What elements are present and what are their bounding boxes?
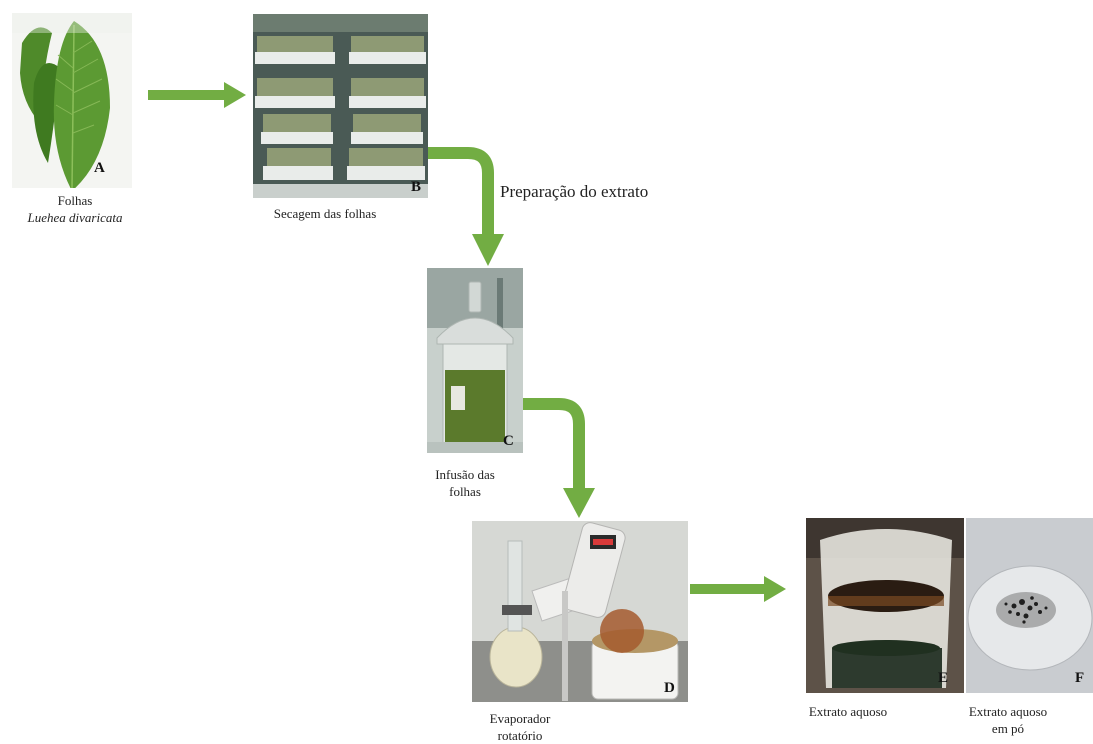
caption-powdered-extract: Extrato aquoso em pó [946, 703, 1070, 737]
photo-powdered-extract [966, 518, 1093, 693]
caption-powdered-line1: Extrato aquoso [968, 704, 1048, 719]
caption-leaves-species: Luehea divaricata [27, 210, 123, 225]
caption-leaves-line1: Folhas [57, 193, 93, 208]
panel-letter-f: F [1075, 670, 1085, 686]
caption-infusion-line1: Infusão das [435, 467, 495, 482]
panel-letter-d: D [664, 680, 675, 696]
arrow-a-to-b [148, 82, 246, 108]
panel-letter-c: C [503, 433, 514, 449]
caption-evaporator-line2: rotatório [497, 728, 543, 743]
caption-infusion-line2: folhas [449, 484, 481, 499]
caption-drying: Secagem das folhas [273, 206, 377, 221]
panel-letter-e: E [938, 670, 949, 686]
caption-evaporator-line1: Evaporador [489, 711, 551, 726]
photo-drying-trays [253, 14, 428, 198]
caption-powdered-line2: em pó [991, 721, 1025, 736]
panel-letter-a: A [94, 160, 105, 176]
caption-aqueous-extract: Extrato aquoso [808, 704, 888, 719]
photo-aqueous-extract [806, 518, 964, 693]
arrow-b-to-c [428, 147, 504, 266]
photo-infusion-jar [427, 268, 523, 453]
arrow-c-to-d [523, 398, 595, 518]
arrow-d-to-e [690, 576, 786, 602]
caption-evaporator: Evaporador rotatório [460, 710, 580, 744]
caption-infusion: Infusão das folhas [410, 466, 520, 500]
panel-letter-b: B [411, 179, 422, 195]
photo-rotary-evaporator [472, 521, 688, 702]
caption-leaves: Folhas Luehea divaricata [0, 192, 150, 226]
photo-leaves [12, 13, 132, 188]
process-label: Preparação do extrato [500, 182, 649, 201]
